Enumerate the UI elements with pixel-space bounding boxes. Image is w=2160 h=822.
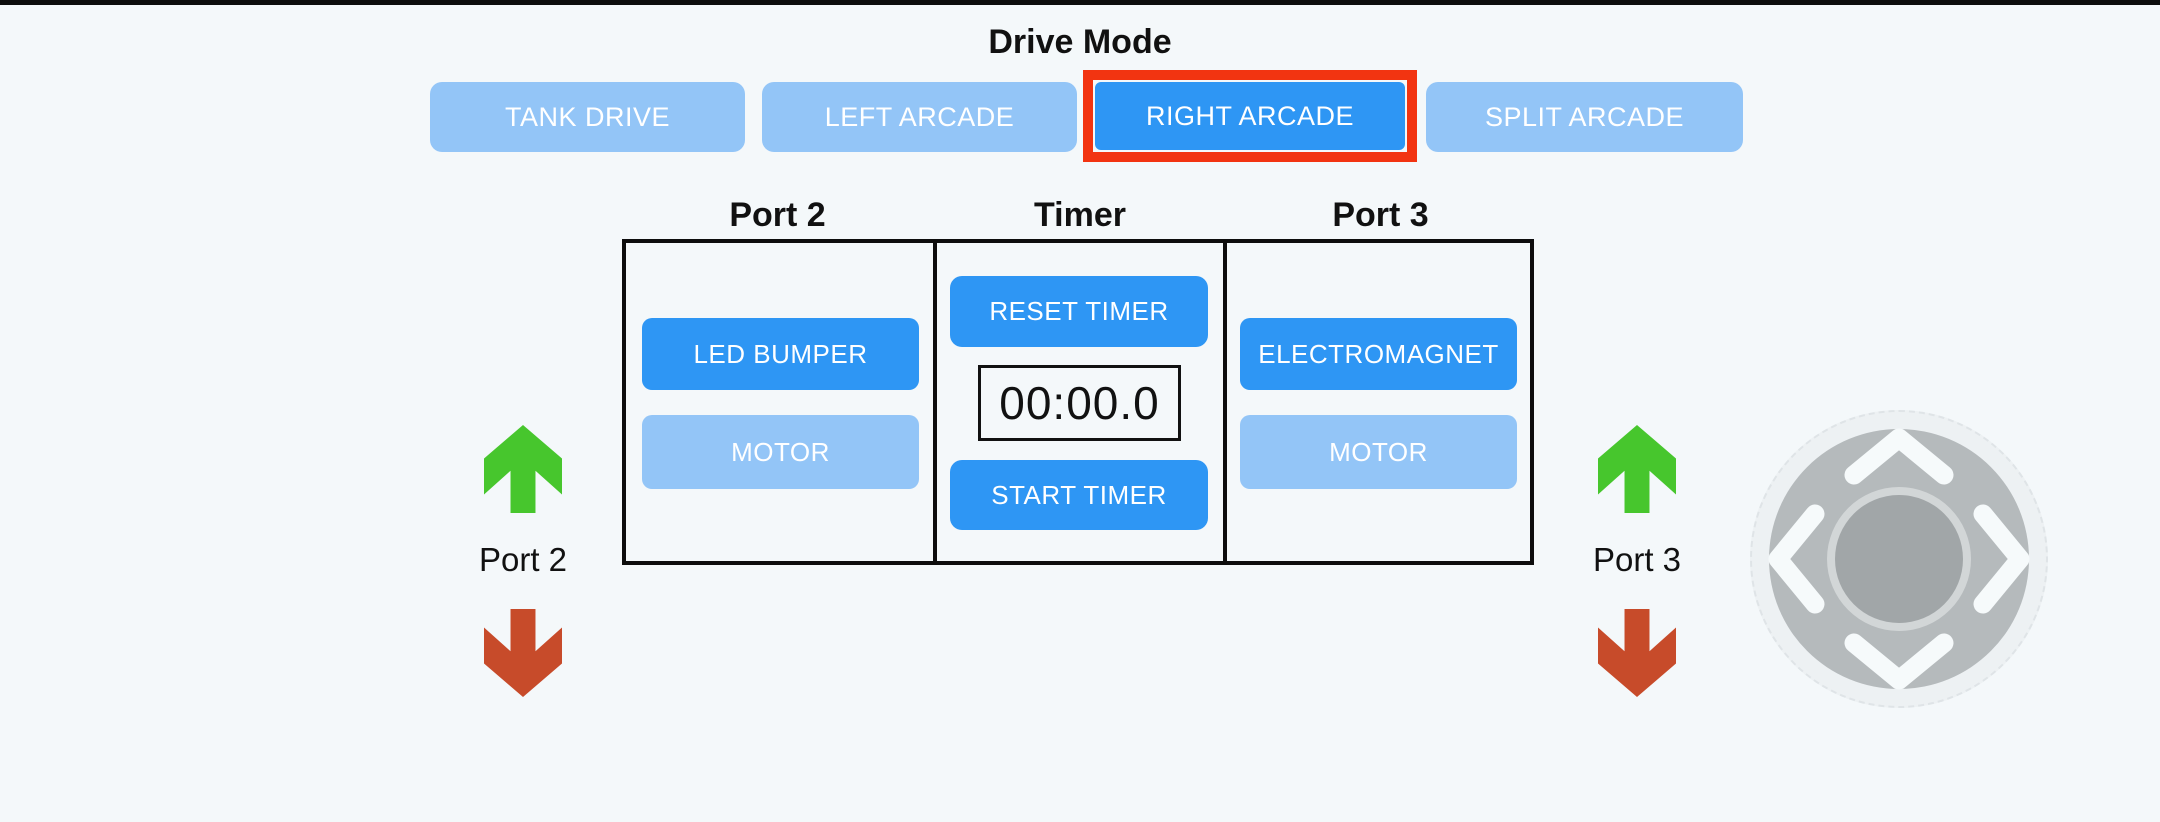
port3-header: Port 3 <box>1332 196 1429 234</box>
drive-mode-title: Drive Mode <box>988 23 1172 61</box>
led-bumper-button[interactable]: LED BUMPER <box>642 318 919 390</box>
joystick-knob[interactable] <box>1835 495 1963 623</box>
joystick-up-chevron-icon <box>1844 428 1954 485</box>
port2-control-label: Port 2 <box>478 541 568 578</box>
timer-header: Timer <box>1034 196 1126 234</box>
port2-motor-button[interactable]: MOTOR <box>642 415 919 489</box>
right-arcade-button[interactable]: RIGHT ARCADE <box>1095 82 1405 150</box>
control-panel <box>622 239 1534 565</box>
left-arcade-button[interactable]: LEFT ARCADE <box>762 82 1077 152</box>
joystick-left-chevron-icon <box>1768 504 1825 614</box>
port2-up-arrow-icon[interactable] <box>484 425 562 513</box>
selected-mode-outline: RIGHT ARCADE <box>1083 70 1417 162</box>
timer-display: 00:00.0 <box>978 365 1181 441</box>
electromagnet-button[interactable]: ELECTROMAGNET <box>1240 318 1517 390</box>
reset-timer-button[interactable]: RESET TIMER <box>950 276 1208 347</box>
tank-drive-button[interactable]: TANK DRIVE <box>430 82 745 152</box>
port2-down-arrow-icon[interactable] <box>484 609 562 697</box>
start-timer-button[interactable]: START TIMER <box>950 460 1208 530</box>
joystick-down-chevron-icon <box>1844 633 1954 690</box>
joystick-right-chevron-icon <box>1973 504 2030 614</box>
port3-down-arrow-icon[interactable] <box>1598 609 1676 697</box>
port3-up-arrow-icon[interactable] <box>1598 425 1676 513</box>
split-arcade-button[interactable]: SPLIT ARCADE <box>1426 82 1743 152</box>
port3-control-label: Port 3 <box>1592 541 1682 578</box>
drive-joystick[interactable] <box>1750 410 2048 708</box>
panel-divider <box>1223 243 1227 561</box>
joystick-knob-ring <box>1827 487 1971 631</box>
port2-header: Port 2 <box>729 196 826 234</box>
panel-divider <box>933 243 937 561</box>
port3-motor-button[interactable]: MOTOR <box>1240 415 1517 489</box>
top-bar <box>0 0 2160 5</box>
joystick-direction-chevrons <box>1768 428 2030 690</box>
